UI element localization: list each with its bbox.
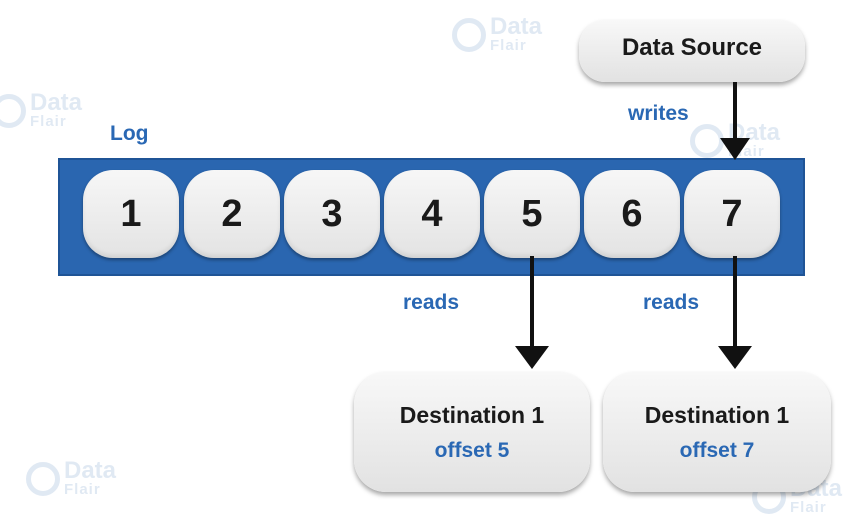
- log-cell-3: 3: [284, 170, 380, 258]
- reads-label-2: reads: [643, 291, 700, 314]
- log-cell-2: 2: [184, 170, 280, 258]
- log-cell-7: 7: [684, 170, 780, 258]
- log-cell-4: 4: [384, 170, 480, 258]
- destination-title: Destination 1: [399, 402, 545, 428]
- reads-arrow-head-1: [515, 346, 549, 369]
- log-label: Log: [110, 122, 149, 145]
- destination-node-1: Destination 1 offset 5: [354, 372, 590, 492]
- data-source-node: Data Source: [579, 20, 805, 82]
- reads-label-1: reads: [403, 291, 460, 314]
- log-cell-5: 5: [484, 170, 580, 258]
- writes-label: writes: [628, 102, 689, 125]
- writes-arrow-head: [720, 138, 750, 160]
- reads-arrow-head-2: [718, 346, 752, 369]
- destination-node-2: Destination 1 offset 7: [603, 372, 831, 492]
- destination-offset: offset 7: [679, 439, 755, 462]
- destination-offset: offset 5: [434, 439, 510, 462]
- data-source-title: Data Source: [621, 34, 763, 61]
- log-cell-1: 1: [83, 170, 179, 258]
- destination-title: Destination 1: [644, 402, 790, 428]
- log-cell-6: 6: [584, 170, 680, 258]
